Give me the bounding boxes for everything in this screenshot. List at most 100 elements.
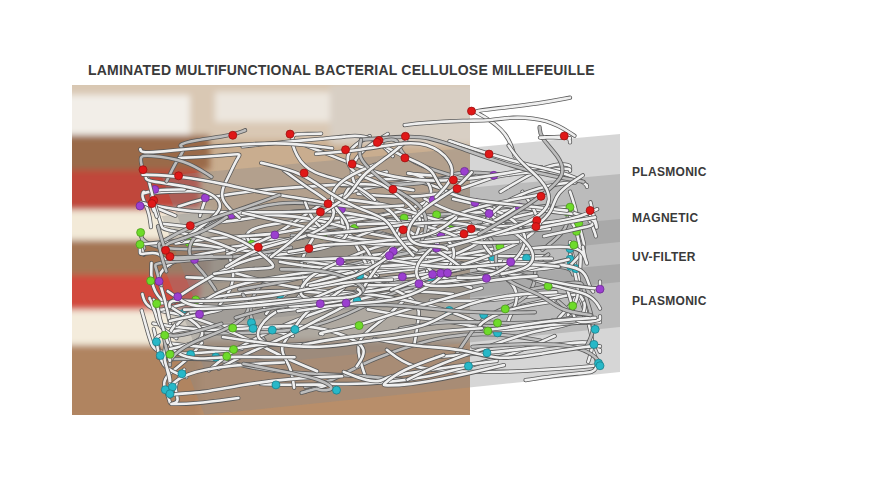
nanoparticle [443, 269, 451, 277]
nanoparticle [148, 200, 156, 208]
layer-label: UV-FILTER [632, 250, 696, 264]
nanoparticle [484, 327, 492, 335]
fiber-outline [479, 127, 563, 234]
nanoparticle [333, 386, 341, 394]
fiber-layer [139, 98, 597, 274]
nanoparticle [485, 150, 493, 158]
nanoparticle [155, 277, 163, 285]
fiber [408, 172, 472, 249]
nanoparticle [174, 293, 182, 301]
fiber [170, 256, 231, 259]
nanoparticle [507, 258, 515, 266]
fiber [384, 355, 504, 385]
fiber [448, 146, 549, 247]
fiber [159, 195, 280, 271]
fiber-outline [417, 243, 537, 286]
fiber-outline [533, 175, 583, 227]
nanoparticle [401, 154, 409, 162]
nanoparticle [336, 258, 344, 266]
fiber-outline [168, 291, 222, 321]
nanoparticle [385, 252, 393, 260]
nanoparticle [570, 241, 578, 249]
nanoparticle [493, 319, 501, 327]
nanoparticle [532, 223, 540, 231]
fiber [533, 175, 583, 227]
fiber-outline [158, 217, 227, 251]
nanoparticle [178, 370, 186, 378]
fiber [405, 118, 575, 136]
fiber-outline [261, 163, 413, 255]
nanoparticle [254, 243, 262, 251]
fiber-outline [405, 118, 575, 136]
fiber [184, 289, 360, 309]
fiber [223, 328, 482, 347]
nanoparticle [136, 202, 144, 210]
nanoparticle [342, 146, 350, 154]
nanoparticle [316, 300, 324, 308]
nanoparticle [156, 352, 164, 360]
nanoparticle [399, 226, 407, 234]
layer-sheet [162, 134, 621, 285]
nanoparticle [483, 349, 491, 357]
fiber-outline [143, 175, 404, 207]
sugar-top [215, 92, 335, 122]
nanoparticle [464, 362, 472, 370]
nanoparticle [147, 277, 155, 285]
fiber-outline [316, 143, 452, 197]
nanoparticle [586, 206, 594, 214]
nanoparticle [166, 390, 174, 398]
nanoparticle [389, 185, 397, 193]
nanoparticle [139, 166, 147, 174]
fiber-layer [136, 192, 600, 366]
nanoparticle [429, 270, 437, 278]
nanoparticle [300, 169, 308, 177]
fiber-outline [184, 289, 360, 309]
nanoparticle [467, 225, 475, 233]
nanoparticle [398, 273, 406, 281]
layer-label: MAGNETIC [632, 211, 698, 225]
nanoparticle [223, 352, 231, 360]
fiber [316, 143, 452, 197]
fiber-outline [223, 328, 482, 347]
nanoparticle [271, 231, 279, 239]
nanoparticle [560, 132, 568, 140]
nanoparticle [453, 185, 461, 193]
nanoparticle [249, 324, 257, 332]
nanoparticle [501, 305, 509, 313]
nanoparticle [449, 176, 457, 184]
nanoparticle [166, 350, 174, 358]
fiber [158, 217, 227, 251]
nanoparticle [153, 300, 161, 308]
title: LAMINATED MULTIFUNCTIONAL BACTERIAL CELL… [88, 62, 595, 78]
fiber-outline [448, 146, 549, 247]
nanoparticle [186, 222, 194, 230]
fiber-outline [384, 355, 504, 385]
nanoparticle [137, 229, 145, 237]
nanoparticle [596, 285, 604, 293]
nanoparticle [136, 240, 144, 248]
nanoparticle [230, 345, 238, 353]
fiber [243, 364, 331, 393]
nanoparticle [286, 130, 294, 138]
fiber-layer [136, 164, 604, 323]
fiber [479, 127, 563, 234]
nanoparticle [590, 340, 598, 348]
fiber-outline [243, 364, 331, 393]
nanoparticle [291, 325, 299, 333]
fiber [374, 339, 600, 358]
nanoparticle [373, 138, 381, 146]
fiber-outline [408, 172, 472, 249]
nanoparticle [460, 230, 468, 238]
nanoparticle [591, 325, 599, 333]
fiber [417, 243, 537, 286]
nanoparticle [175, 172, 183, 180]
nanoparticle [162, 246, 170, 254]
fiber [168, 291, 222, 321]
nanoparticle [348, 160, 356, 168]
fiber [479, 301, 595, 329]
nanoparticle [316, 208, 324, 216]
nanoparticle [229, 131, 237, 139]
nanoparticle [485, 210, 493, 218]
fiber-outline [479, 301, 595, 329]
fiber [143, 175, 404, 207]
